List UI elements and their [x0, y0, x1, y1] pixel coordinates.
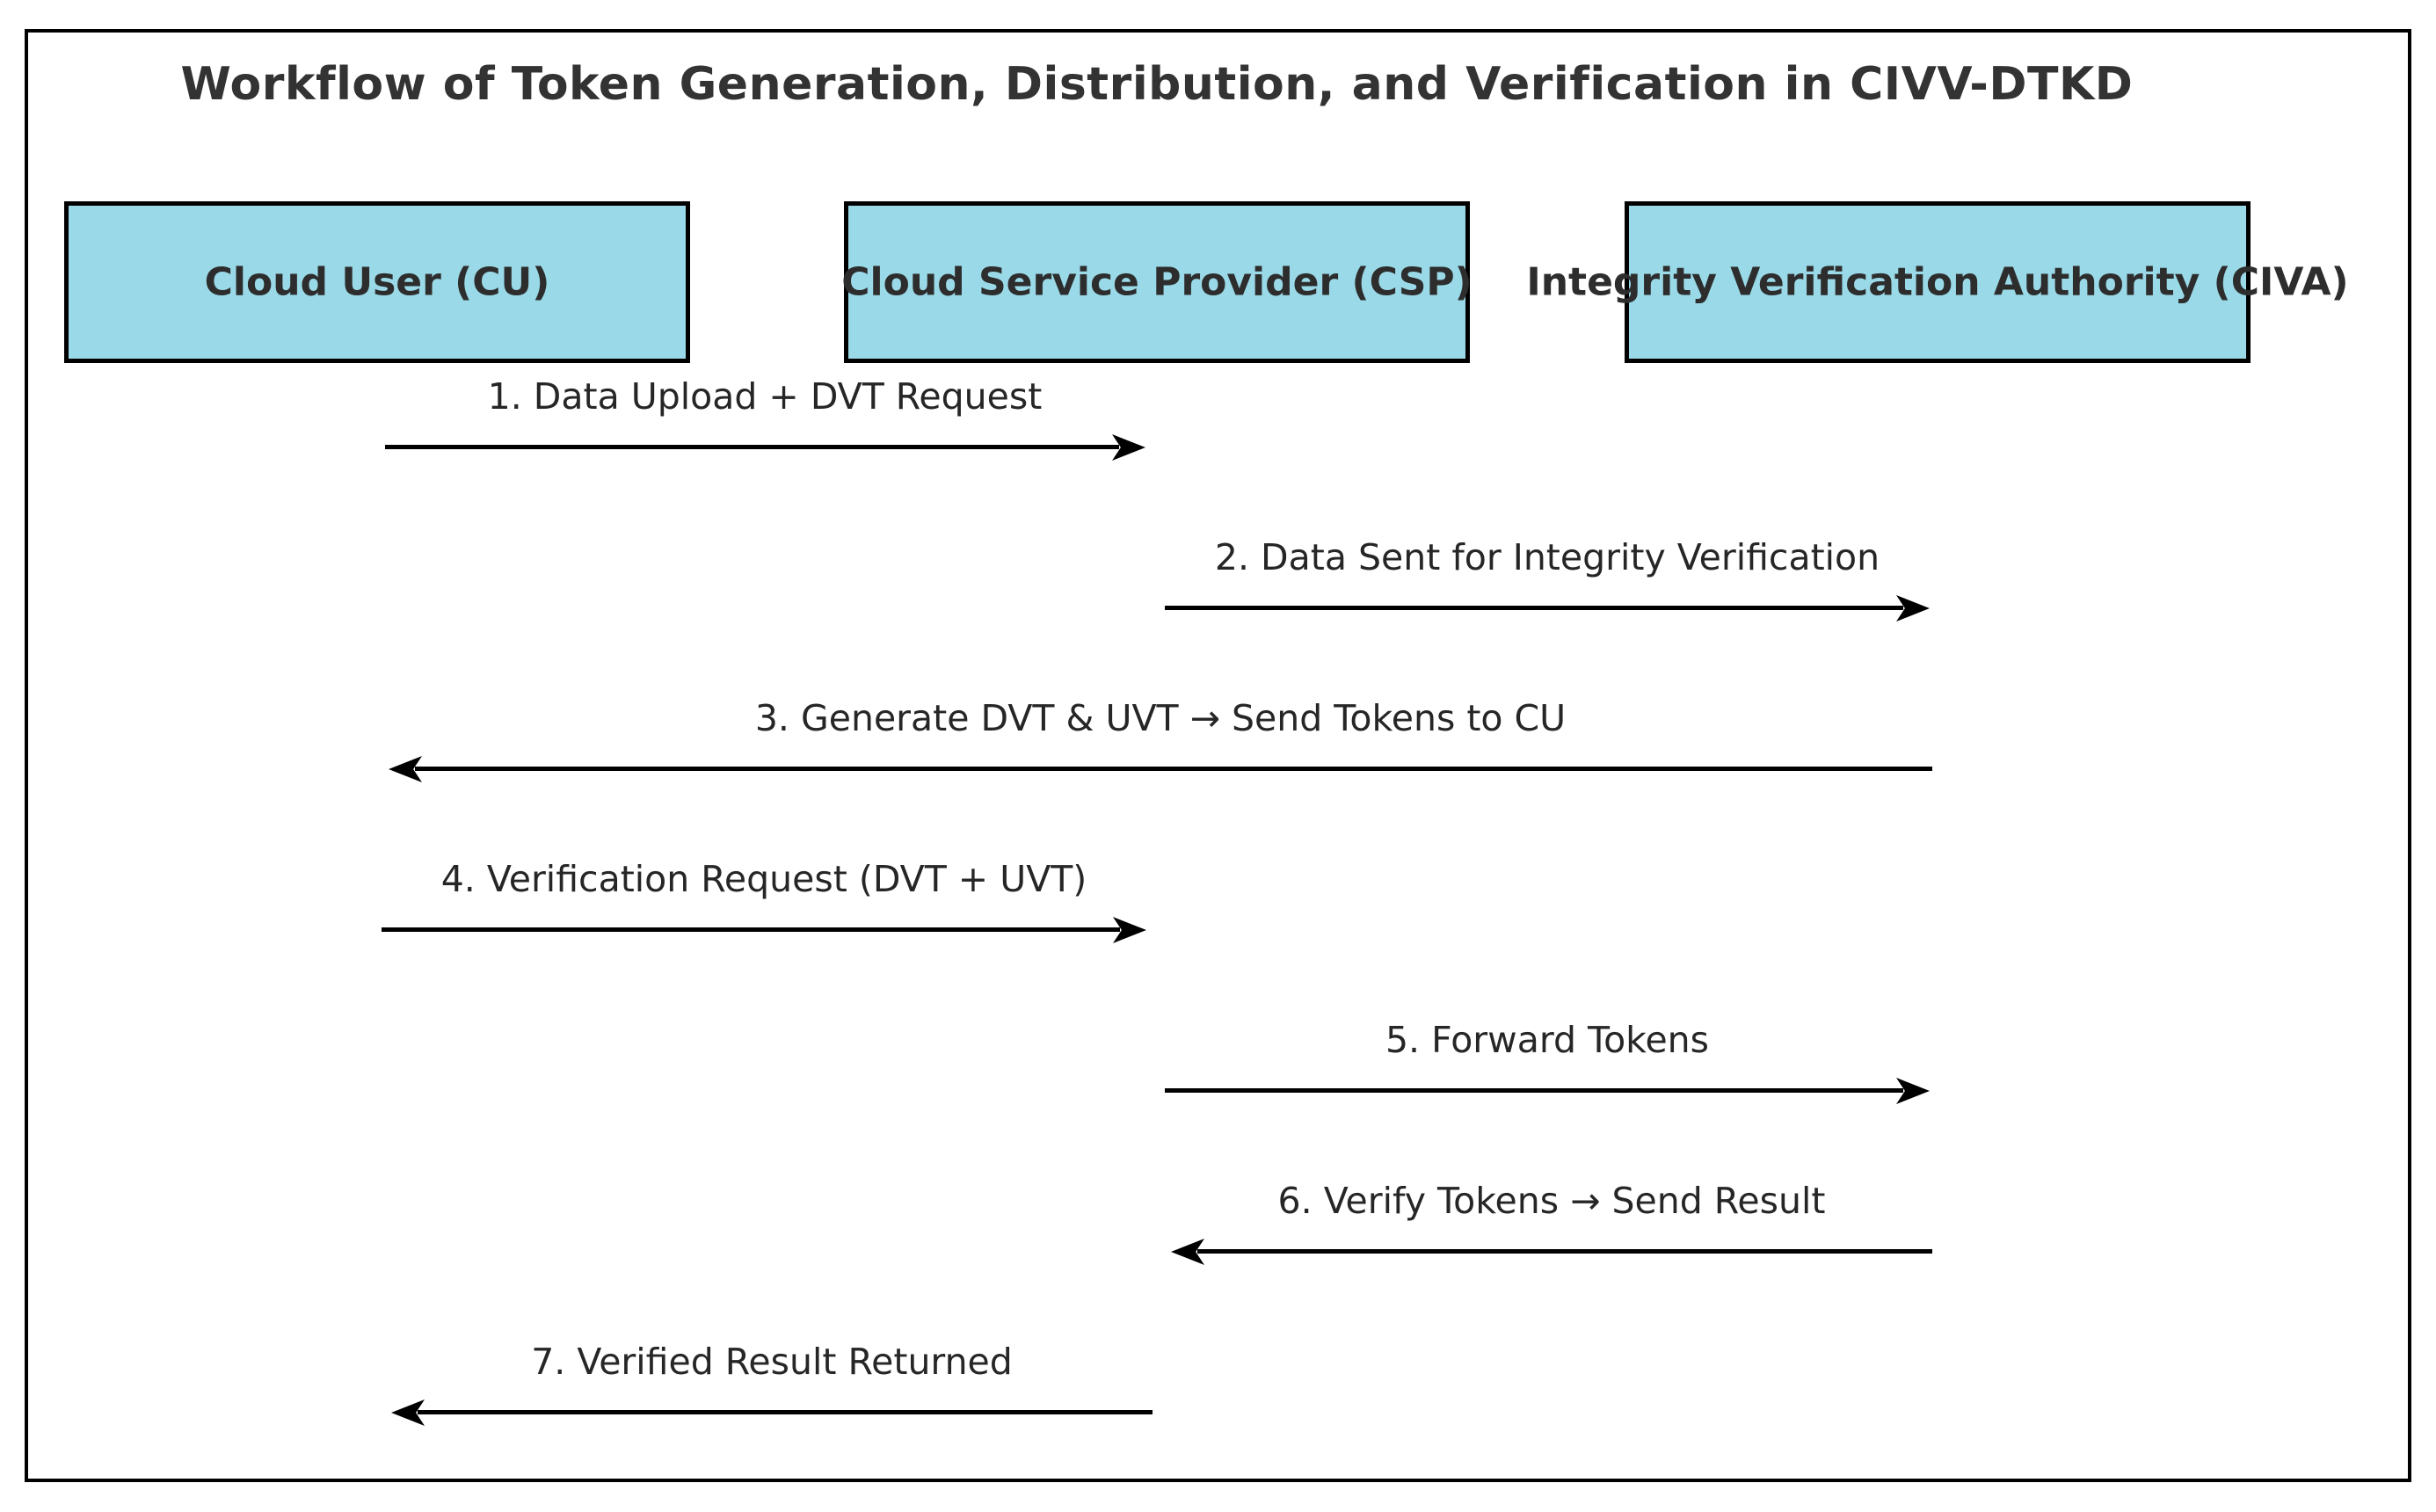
message-7-label: 7. Verified Result Returned — [531, 1341, 1013, 1383]
actor-label-integrity-verification-authority: Integrity Verification Authority (CIVA) — [1526, 259, 2349, 305]
actor-label-cloud-user: Cloud User (CU) — [204, 259, 550, 305]
message-5-arrow-line — [1165, 1088, 1903, 1093]
diagram-title: Workflow of Token Generation, Distributi… — [180, 58, 2134, 111]
message-1-arrow-line — [385, 445, 1119, 449]
message-2-arrow-line — [1165, 606, 1903, 610]
message-7-arrow-line — [418, 1410, 1153, 1414]
message-2-label: 2. Data Sent for Integrity Verification — [1214, 536, 1880, 578]
actor-box-integrity-verification-authority: Integrity Verification Authority (CIVA) — [1526, 201, 2349, 363]
actor-box-cloud-service-provider: Cloud Service Provider (CSP) — [841, 201, 1473, 363]
actor-box-cloud-user: Cloud User (CU) — [64, 201, 690, 363]
message-3-arrow-line — [415, 767, 1932, 771]
message-6-label: 6. Verify Tokens → Send Result — [1277, 1180, 1826, 1222]
message-1-label: 1. Data Upload + DVT Request — [487, 375, 1043, 418]
message-4-arrow-line — [382, 927, 1120, 932]
actor-label-cloud-service-provider: Cloud Service Provider (CSP) — [841, 259, 1473, 305]
message-5-label: 5. Forward Tokens — [1385, 1019, 1710, 1061]
message-3-label: 3. Generate DVT & UVT → Send Tokens to C… — [754, 697, 1567, 739]
message-6-arrow-line — [1197, 1249, 1932, 1254]
message-4-label: 4. Verification Request (DVT + UVT) — [440, 858, 1087, 900]
